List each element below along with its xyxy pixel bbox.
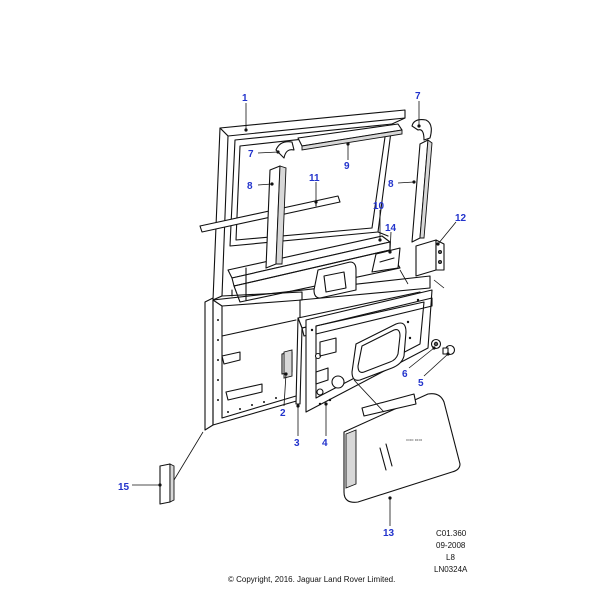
callout-11: 11: [309, 173, 320, 184]
callout-10: 10: [373, 201, 385, 212]
corner-seal-right: [411, 119, 432, 141]
door-inner-panel: [305, 289, 433, 413]
callout-14: 14: [385, 223, 397, 234]
copyright-notice: © Copyright, 2016. Jaguar Land Rover Lim…: [228, 575, 395, 584]
callout-15: 15: [118, 482, 130, 493]
lock-mechanism-bracket: [313, 261, 357, 299]
bump-stop-block: [159, 463, 175, 505]
callout-5: 5: [418, 378, 424, 389]
assembly-guide-lines: [173, 269, 445, 481]
hinge-bracket: [415, 239, 445, 277]
callout-3: 3: [294, 438, 300, 449]
callout-8-right: 8: [388, 179, 394, 190]
ref-date: 09-2008: [436, 541, 466, 550]
callout-2: 2: [280, 408, 286, 419]
small-glass-panel: [371, 247, 401, 273]
callout-leaders: [132, 101, 457, 526]
vertical-channel-right: [411, 139, 433, 243]
svg-text:▭▭ ▭▭: ▭▭ ▭▭: [406, 437, 422, 442]
callout-labels: 1 2 3 4 5 6 7 7 8 8 9 10 11 12 13 14 15: [118, 91, 467, 539]
callout-12: 12: [455, 213, 467, 224]
callout-1: 1: [242, 93, 248, 104]
drawing-reference-block: C01.360 09-2008 L8 LN0324A: [434, 529, 468, 574]
top-window-seal: [297, 123, 403, 151]
callout-7-left: 7: [248, 149, 254, 160]
callout-13: 13: [383, 528, 395, 539]
callout-8-left: 8: [247, 181, 253, 192]
callout-9: 9: [344, 161, 350, 172]
door-window-glass: ▭▭ ▭▭: [343, 393, 461, 503]
callout-7-right: 7: [415, 91, 421, 102]
screw-fixing: [442, 344, 456, 356]
callout-6: 6: [402, 369, 408, 380]
ref-model: L8: [446, 553, 455, 562]
ref-code: C01.360: [436, 529, 467, 538]
corner-seal-left: [275, 141, 295, 159]
clip-fixing: [430, 338, 442, 350]
vertical-channel-left: [265, 165, 287, 269]
callout-4: 4: [322, 438, 328, 449]
drawing-number: LN0324A: [434, 565, 468, 574]
